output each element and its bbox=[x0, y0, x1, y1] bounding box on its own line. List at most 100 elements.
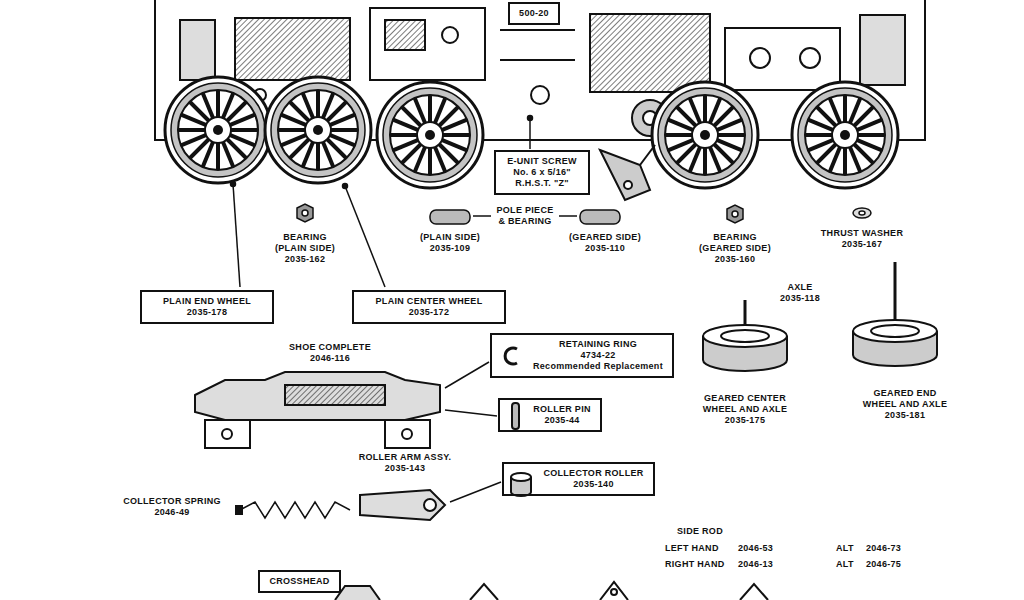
drive-wheel bbox=[792, 82, 898, 188]
leader-line bbox=[345, 186, 385, 287]
pickup-shoe bbox=[402, 429, 412, 439]
part-number: 4734-22 bbox=[532, 350, 664, 361]
part-label: GEARED CENTER WHEEL AND AXLE 2035-175 bbox=[696, 393, 794, 425]
roller-arm bbox=[360, 490, 445, 520]
motor-chassis bbox=[235, 18, 350, 80]
leader-line bbox=[445, 362, 489, 388]
wheel-and-axle bbox=[871, 325, 919, 337]
drive-wheel bbox=[165, 77, 898, 188]
small-part bbox=[732, 211, 738, 217]
pickup-shoe bbox=[205, 420, 250, 448]
part-label: 2046-13 bbox=[738, 559, 773, 570]
part-label: ALT bbox=[836, 543, 854, 554]
part-label: (GEARED SIDE) 2035-110 bbox=[563, 232, 647, 254]
e-unit-lever bbox=[624, 181, 632, 189]
e-unit-lever bbox=[600, 145, 655, 200]
motor-chassis bbox=[725, 28, 840, 90]
roller-arm bbox=[424, 499, 436, 511]
part-label: THRUST WASHER 2035-167 bbox=[815, 228, 909, 250]
part-label: ALT bbox=[836, 559, 854, 570]
part-name: E-UNIT SCREW bbox=[504, 156, 580, 167]
small-part bbox=[559, 215, 577, 217]
leader-line bbox=[529, 118, 531, 149]
motor-chassis bbox=[590, 14, 710, 92]
wheel-and-axle bbox=[703, 325, 787, 347]
motor-chassis bbox=[442, 27, 458, 43]
motor-chassis bbox=[800, 48, 820, 68]
pickup-shoe bbox=[385, 420, 430, 448]
part-number: 2035-178 bbox=[150, 307, 264, 318]
box-icon bbox=[512, 403, 519, 429]
part-label: BEARING (PLAIN SIDE) 2035-162 bbox=[270, 232, 340, 264]
part-name: COLLECTOR ROLLER bbox=[542, 468, 645, 479]
part-label: LEFT HAND bbox=[665, 543, 719, 554]
part-box: COLLECTOR ROLLER2035-140 bbox=[502, 462, 655, 496]
small-part bbox=[853, 208, 871, 218]
part-label: GEARED END WHEEL AND AXLE 2035-181 bbox=[856, 388, 954, 420]
wheel-and-axle bbox=[853, 320, 937, 342]
pickup-shoe bbox=[195, 372, 440, 420]
roller-arm bbox=[236, 506, 242, 514]
roller-arm bbox=[240, 502, 350, 518]
motor-chassis bbox=[531, 86, 549, 104]
part-label: (PLAIN SIDE) 2035-109 bbox=[414, 232, 486, 254]
part-box: CROSSHEAD bbox=[258, 570, 341, 593]
wheel-and-axle bbox=[703, 262, 937, 371]
part-box: PLAIN CENTER WHEEL2035-172 bbox=[352, 290, 506, 324]
leader-line bbox=[450, 482, 501, 502]
box-icon bbox=[505, 348, 517, 364]
drive-wheel bbox=[652, 82, 758, 188]
part-box: PLAIN END WHEEL2035-178 bbox=[140, 290, 274, 324]
roller-arm bbox=[236, 490, 445, 520]
part-number: Recommended Replacement bbox=[532, 361, 664, 372]
small-part bbox=[297, 204, 313, 222]
part-box: RETAINING RING4734-22Recommended Replace… bbox=[490, 333, 674, 378]
small-part bbox=[297, 204, 871, 224]
part-box: E-UNIT SCREWNo. 6 x 5/16" R.H.S.T. "Z" bbox=[494, 150, 590, 195]
part-number: 2035-140 bbox=[542, 479, 645, 490]
motor-chassis bbox=[500, 59, 575, 61]
part-label: 2046-73 bbox=[866, 543, 901, 554]
part-number: 2035-44 bbox=[532, 415, 592, 426]
box-icon bbox=[505, 348, 531, 496]
drive-wheel bbox=[265, 77, 371, 183]
pickup-shoe bbox=[222, 429, 232, 439]
small-part bbox=[430, 210, 470, 224]
small-part bbox=[859, 211, 865, 215]
part-label: 2046-75 bbox=[866, 559, 901, 570]
part-label: AXLE 2035-118 bbox=[774, 282, 826, 304]
part-name: PLAIN CENTER WHEEL bbox=[362, 296, 496, 307]
part-name: CROSSHEAD bbox=[268, 576, 331, 587]
part-name: PLAIN END WHEEL bbox=[150, 296, 264, 307]
leader-line bbox=[528, 116, 533, 121]
part-label: SHOE COMPLETE 2046-116 bbox=[283, 342, 377, 364]
part-label: BEARING (GEARED SIDE) 2035-160 bbox=[693, 232, 777, 264]
motor-chassis bbox=[860, 15, 905, 85]
e-unit-lever bbox=[600, 150, 650, 200]
side-rod-part bbox=[600, 582, 628, 600]
leader-line bbox=[343, 184, 348, 189]
part-number: 2035-172 bbox=[362, 307, 496, 318]
part-label: POLE PIECE & BEARING bbox=[493, 205, 557, 227]
motor-chassis bbox=[180, 20, 215, 80]
small-part bbox=[580, 210, 620, 224]
wheel-and-axle bbox=[721, 330, 769, 342]
leader-line bbox=[233, 184, 240, 287]
motor-chassis bbox=[370, 8, 485, 80]
side-rod-part bbox=[740, 584, 768, 600]
side-rod-part bbox=[470, 584, 498, 600]
leader-line bbox=[231, 116, 533, 503]
part-box: 500-20 bbox=[508, 2, 560, 25]
pickup-shoe bbox=[195, 372, 440, 448]
part-label: 2046-53 bbox=[738, 543, 773, 554]
box-icon bbox=[511, 473, 531, 481]
drive-wheel bbox=[377, 82, 483, 188]
pickup-shoe bbox=[285, 385, 385, 405]
motor-chassis bbox=[500, 29, 575, 31]
side-rod-part bbox=[335, 582, 768, 600]
part-label: ROLLER ARM ASSY. 2035-143 bbox=[349, 452, 461, 474]
leader-line bbox=[445, 410, 497, 416]
small-part bbox=[727, 205, 743, 223]
